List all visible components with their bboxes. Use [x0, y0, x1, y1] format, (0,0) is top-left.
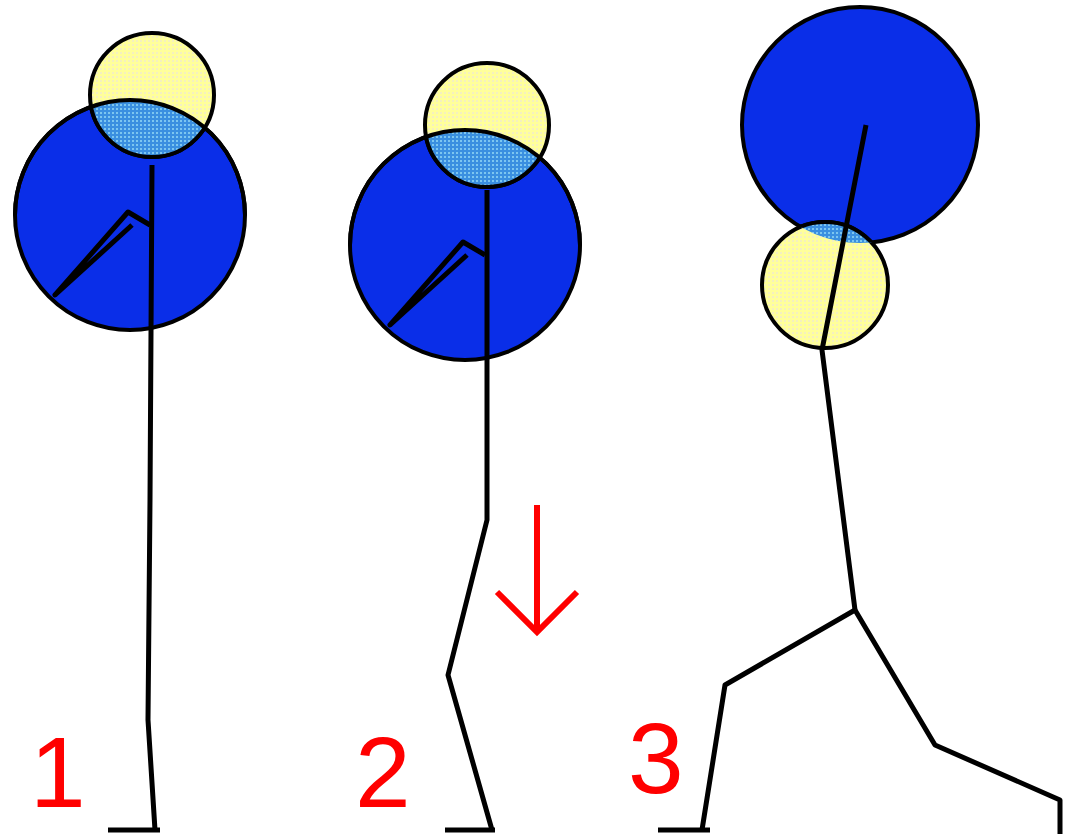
foot-line: [108, 828, 160, 833]
arm-line: [55, 212, 150, 295]
overlap-region: [90, 33, 214, 157]
blue-mass: [742, 7, 978, 243]
body-line: [822, 125, 866, 610]
yellow-head: [425, 63, 549, 187]
front-leg: [702, 610, 855, 830]
figure-split: [658, 7, 1060, 834]
yellow-head: [90, 33, 214, 157]
body-line: [148, 165, 155, 830]
foot-line: [445, 828, 495, 833]
down-arrow-head: [497, 592, 577, 632]
arm-line: [390, 242, 485, 325]
callout-number: 1: [30, 722, 86, 822]
down-arrow: [534, 505, 540, 628]
figure-standing: [15, 33, 245, 830]
foot-line: [658, 828, 710, 833]
figure-dipping: [350, 63, 580, 830]
callout-number: 2: [355, 722, 411, 822]
body-line: [448, 190, 492, 830]
overlap-region: [425, 63, 549, 187]
callout-number: 3: [628, 708, 684, 808]
back-leg: [855, 610, 1060, 834]
